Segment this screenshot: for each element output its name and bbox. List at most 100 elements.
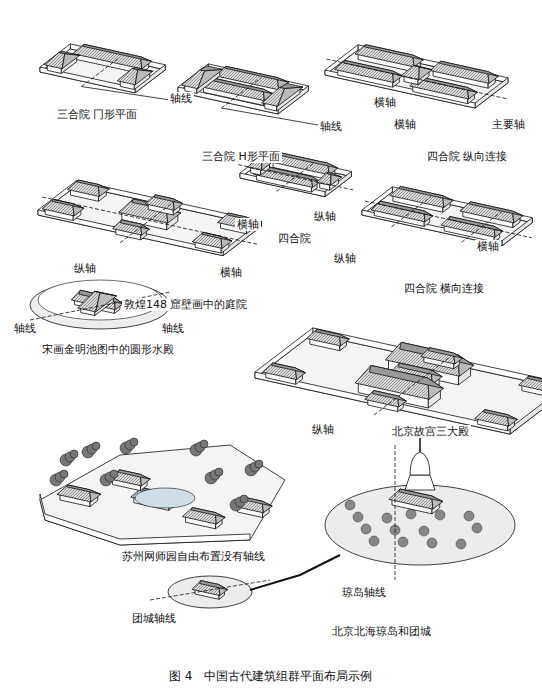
text-label: 轴线 [160, 322, 186, 335]
pond [135, 488, 195, 508]
tree [369, 536, 379, 546]
axis-line [327, 59, 507, 99]
roof [132, 67, 153, 71]
roof [483, 410, 517, 420]
text-label: 横轴 [218, 266, 244, 279]
axis-line [395, 445, 396, 580]
tree [345, 500, 355, 510]
roof [44, 52, 65, 68]
roof [135, 70, 153, 85]
text-label: 团城轴线 [130, 612, 178, 625]
roof [414, 65, 432, 70]
tree [419, 526, 429, 536]
text-label: 轴线 [318, 120, 344, 133]
roof [372, 391, 406, 402]
tree [110, 470, 118, 478]
text-label: 纵轴 [312, 210, 338, 223]
tree [240, 495, 248, 503]
text-label: 三合院 冂形平面 [55, 108, 140, 121]
figure-caption: 图 4 中国古代建筑组群平面布局示例 [167, 668, 374, 685]
text-label: 纵轴 [332, 252, 358, 265]
roof [449, 217, 503, 232]
roof [200, 66, 223, 71]
roof [209, 78, 273, 95]
text-label: 纵轴 [72, 262, 98, 275]
courtyard-ground [255, 334, 542, 434]
roof [191, 508, 225, 518]
tree [130, 438, 138, 446]
leader-line [82, 87, 171, 100]
tree [406, 509, 416, 519]
tree [361, 524, 371, 534]
text-label: 横轴 [392, 118, 418, 131]
tree [472, 523, 482, 533]
tree [398, 537, 408, 547]
roof [261, 166, 320, 182]
courtyard-ground [362, 192, 532, 246]
wall [510, 384, 542, 434]
text-label: 三合院 H形平面 [200, 150, 282, 163]
roof [120, 220, 149, 229]
qiongdao-island [325, 485, 515, 565]
roof [225, 66, 289, 82]
axis-line [82, 57, 121, 86]
roof [439, 61, 498, 76]
roof [279, 153, 338, 168]
tree [200, 440, 208, 448]
text-label: 轴线 [168, 92, 194, 105]
axis-line [392, 197, 432, 227]
text-label: 苏州网师园自由布置没有轴线 [120, 550, 267, 563]
roof [62, 54, 80, 69]
roof [379, 201, 433, 216]
axis-line [374, 356, 451, 415]
axis-line [365, 201, 532, 238]
text-label: 纵轴 [310, 423, 336, 436]
roof [278, 87, 303, 106]
wall [313, 328, 542, 390]
roof [469, 202, 523, 216]
tree [382, 513, 392, 523]
tree [215, 468, 223, 476]
roof [117, 69, 138, 85]
pagoda-spire [419, 436, 421, 452]
text-label: 横轴 [372, 96, 398, 109]
roof [118, 470, 150, 479]
text-label: 敦煌148 窟壁画中的庭院 [122, 298, 250, 311]
text-label: 横轴 [475, 240, 501, 253]
roof [94, 291, 116, 296]
roof [154, 195, 183, 204]
wall [38, 181, 77, 215]
text-label: 四合院 [276, 232, 313, 245]
text-label: 横轴 [235, 218, 261, 231]
tree [70, 450, 78, 458]
tree [427, 538, 437, 548]
tree [255, 460, 263, 468]
roof [327, 172, 342, 177]
roof [399, 489, 443, 502]
tree [464, 511, 474, 521]
pagoda-base [405, 475, 435, 490]
text-label: 轴线 [12, 322, 38, 335]
courtyard-ground [38, 186, 262, 256]
tree [60, 470, 68, 478]
tree [353, 512, 363, 522]
axis-line [150, 580, 270, 600]
garden-ground [40, 445, 285, 545]
roof [369, 365, 443, 388]
text-label: 四合院 纵向连接 [425, 150, 510, 163]
text-label: 琼岛轴线 [340, 586, 388, 599]
roof [399, 186, 453, 200]
text-label: 北京故宫三大殿 [390, 425, 471, 438]
tree [435, 510, 445, 520]
tree [456, 539, 466, 549]
text-label: 四合院 横向连接 [402, 282, 487, 295]
leader-line [221, 108, 318, 125]
roof [280, 84, 303, 89]
white-pagoda [410, 452, 430, 475]
roof [202, 232, 232, 241]
roof [429, 348, 463, 358]
roof [315, 329, 349, 339]
roof [528, 376, 542, 386]
text-label: 主要轴 [490, 118, 527, 131]
